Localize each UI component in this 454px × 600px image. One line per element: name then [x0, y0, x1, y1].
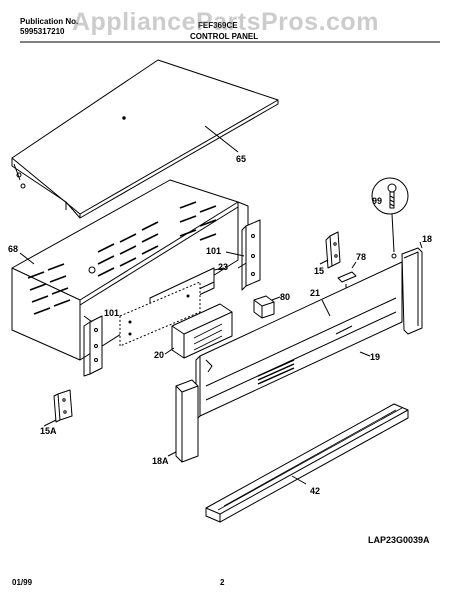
mounting-plate: [119, 281, 201, 347]
leader-21: [321, 299, 331, 317]
end-cap-right-18: [401, 241, 423, 335]
leader-68: [19, 252, 35, 265]
leader-18: [419, 241, 423, 249]
callout-65: 65: [236, 154, 247, 164]
leader-80: [271, 296, 281, 301]
callout-42: 42: [310, 486, 321, 496]
callout-15A: 15A: [40, 426, 57, 436]
callout-21: 21: [310, 288, 321, 298]
callout-101-lower: 101: [104, 308, 120, 318]
section-title: CONTROL PANEL: [190, 32, 259, 41]
switch-80: [253, 295, 281, 319]
top-cover-panel: [11, 59, 279, 219]
leader-78: [351, 261, 357, 269]
footer-date: 01/99: [12, 578, 33, 587]
callout-78: 78: [356, 252, 367, 262]
control-board-20: [164, 303, 233, 359]
callout-99: 99: [372, 196, 383, 206]
diagram-code: LAP23G0039A: [368, 535, 430, 545]
callout-19: 19: [370, 352, 381, 362]
side-bracket-upper: [225, 219, 261, 291]
leader-101-lower: [83, 315, 93, 323]
publication-label: Publication No.: [20, 17, 79, 26]
front-control-panel: [195, 261, 403, 421]
leader-18A: [167, 451, 177, 457]
callout-101-upper: 101: [206, 246, 222, 256]
callout-68: 68: [8, 244, 19, 254]
leader-42: [291, 475, 307, 485]
callout-18A: 18A: [152, 456, 169, 466]
bracket-15A: [43, 389, 73, 427]
leader-65: [204, 125, 239, 153]
callout-80: 80: [280, 292, 291, 302]
page-number: 2: [220, 578, 225, 587]
leader-23: [213, 267, 225, 271]
back-panel-housing: [11, 179, 249, 361]
leader-19: [359, 351, 371, 357]
callout-23: 23: [218, 262, 229, 272]
display-window: [257, 359, 295, 385]
leader-20: [164, 347, 175, 355]
leader-101-upper: [225, 251, 245, 257]
publication-number: 5995317210: [20, 27, 65, 36]
watermark: AppliancePartsPros.com: [72, 8, 379, 36]
screw-inset-99: [371, 177, 409, 259]
vent-grille-42: [205, 403, 409, 523]
end-cap-left-18A: [167, 379, 199, 463]
bracket-15: [319, 231, 341, 269]
side-bracket-lower: [83, 315, 103, 377]
callout-18: 18: [422, 234, 433, 244]
callout-15: 15: [314, 266, 325, 276]
leader-15A: [43, 419, 57, 427]
leader-15: [319, 259, 329, 265]
model-number: FEF369CE: [198, 21, 238, 30]
callout-20: 20: [154, 350, 165, 360]
vent-slots: [27, 201, 217, 315]
